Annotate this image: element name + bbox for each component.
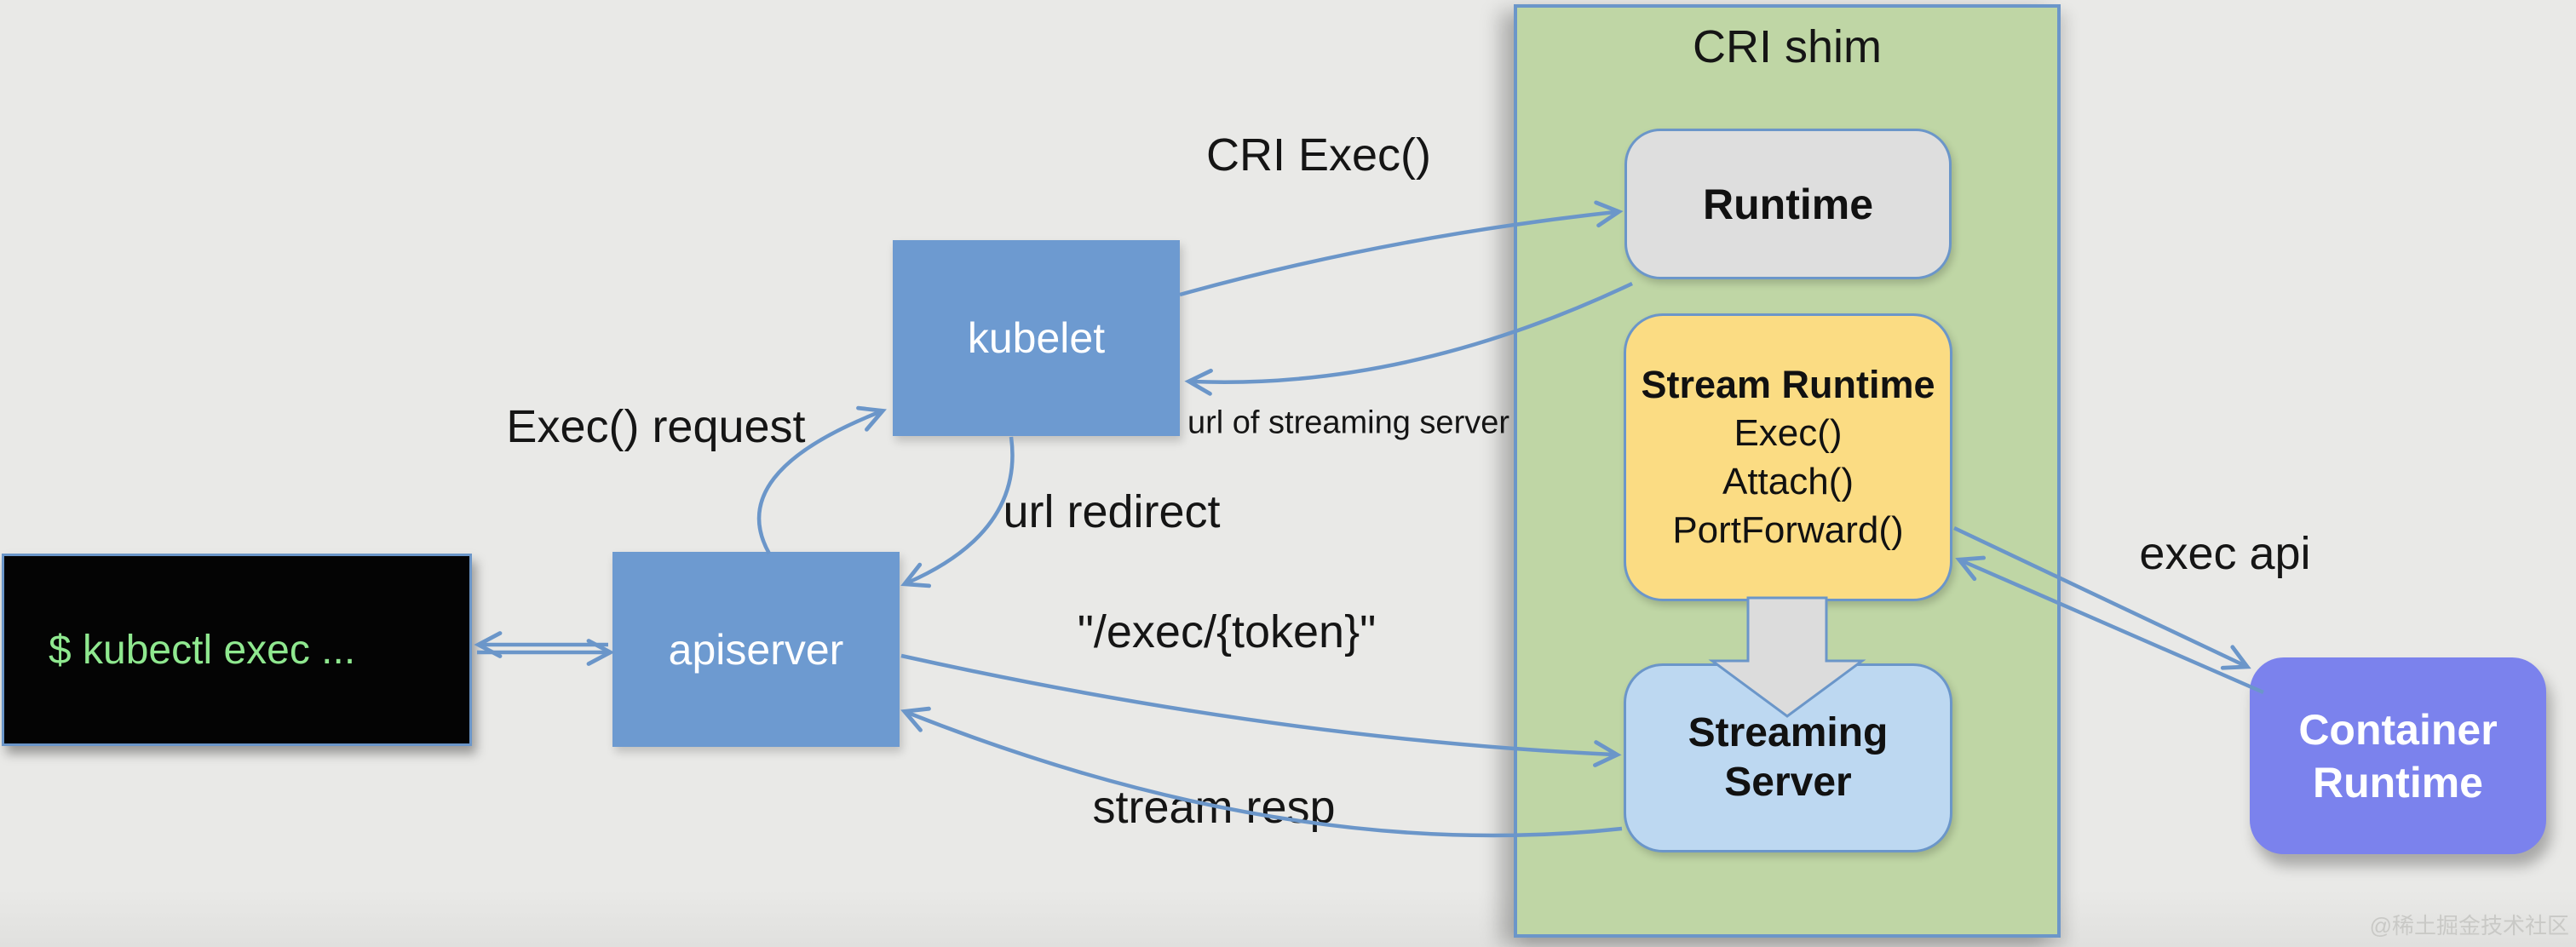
arrow-url-redirect [900, 436, 1015, 588]
watermark: @稀土掘金技术社区 [2369, 913, 2569, 938]
stream-runtime-node: Stream Runtime Exec() Attach() PortForwa… [1624, 313, 1952, 601]
kubectl-command-text: $ kubectl exec ... [49, 627, 356, 673]
stream-runtime-title: Stream Runtime [1641, 363, 1935, 406]
label-url-redirect: url redirect [1003, 486, 1221, 537]
apiserver-label: apiserver [668, 625, 844, 674]
runtime-node: Runtime [1624, 129, 1952, 279]
streaming-server-label: Streaming Server [1688, 710, 1889, 805]
arrow-exec-token [900, 653, 1622, 767]
streaming-server-node: Streaming Server [1624, 663, 1952, 852]
label-exec-request: Exec() request [506, 401, 806, 452]
cri-shim-title: CRI shim [1692, 21, 1882, 72]
label-exec-token: "/exec/{token}" [1077, 606, 1377, 657]
label-cri-exec: CRI Exec() [1205, 129, 1432, 181]
kubelet-label: kubelet [967, 314, 1106, 362]
kubectl-terminal-node: $ kubectl exec ... [2, 554, 472, 746]
label-url-of-streaming-server: url of streaming server [1187, 405, 1510, 441]
label-exec-api: exec api [2139, 528, 2311, 579]
container-runtime-label: Container Runtime [2298, 705, 2498, 806]
kubelet-node: kubelet [893, 240, 1180, 436]
runtime-label: Runtime [1703, 180, 1873, 228]
stream-runtime-method-exec: Exec() [1734, 412, 1843, 454]
container-runtime-node: Container Runtime [2250, 657, 2546, 854]
apiserver-node: apiserver [612, 552, 900, 747]
label-stream-resp: stream resp [1092, 782, 1336, 833]
stream-runtime-method-portforward: PortForward() [1672, 509, 1904, 551]
stream-runtime-method-attach: Attach() [1722, 461, 1854, 502]
